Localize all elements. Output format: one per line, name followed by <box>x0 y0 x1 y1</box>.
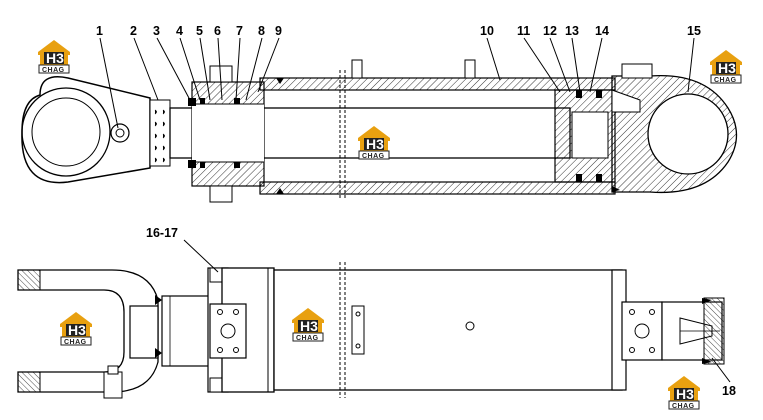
svg-text:H3: H3 <box>676 386 694 402</box>
watermark-logo: H3 CHAG <box>667 375 701 410</box>
callout-12: 12 <box>543 24 557 38</box>
watermark-logo: H3 CHAG <box>357 125 391 160</box>
callout-1: 1 <box>96 24 103 38</box>
watermark-logos: H3 CHAG H3 CHAG H3 CHAG H3 CHAG H3 CHAG … <box>37 39 743 410</box>
callout-labels: 1 2 3 4 5 6 7 8 9 10 11 12 13 14 15 16-1… <box>96 24 736 398</box>
rod-eye-weld <box>149 99 171 167</box>
callout-13: 13 <box>565 24 579 38</box>
callout-18: 18 <box>722 384 736 398</box>
svg-text:CHAG: CHAG <box>64 339 87 346</box>
callout-5: 5 <box>196 24 203 38</box>
callout-6: 6 <box>214 24 221 38</box>
callout-14: 14 <box>595 24 609 38</box>
svg-text:CHAG: CHAG <box>362 153 385 160</box>
svg-text:CHAG: CHAG <box>672 403 695 410</box>
callout-10: 10 <box>480 24 494 38</box>
grease-fitting-icon <box>103 371 123 399</box>
callout-4: 4 <box>176 24 183 38</box>
svg-text:H3: H3 <box>366 136 384 152</box>
port-plug-icon <box>465 321 475 331</box>
barrel-exterior <box>273 269 623 391</box>
leader-lines-bottom <box>183 239 731 383</box>
callout-7: 7 <box>236 24 243 38</box>
svg-text:CHAG: CHAG <box>296 335 319 342</box>
callout-9: 9 <box>275 24 282 38</box>
leader-lines-top <box>99 37 695 129</box>
watermark-logo: H3 CHAG <box>37 39 71 74</box>
watermark-logo: H3 CHAG <box>709 49 743 84</box>
watermark-logo: H3 CHAG <box>291 307 325 342</box>
callout-2: 2 <box>130 24 137 38</box>
callout-3: 3 <box>153 24 160 38</box>
port-boss <box>351 59 363 79</box>
svg-text:H3: H3 <box>68 322 86 338</box>
watermark-logo: H3 CHAG <box>59 311 93 346</box>
svg-text:H3: H3 <box>718 60 736 76</box>
callout-16-17: 16-17 <box>146 226 178 240</box>
bottom-exterior-view <box>17 262 725 399</box>
callout-11: 11 <box>517 24 530 38</box>
svg-text:H3: H3 <box>46 50 64 66</box>
svg-text:H3: H3 <box>300 318 318 334</box>
callout-15: 15 <box>687 24 701 38</box>
cylinder-tube <box>259 77 616 91</box>
rod-eye <box>21 76 151 184</box>
callout-8: 8 <box>258 24 265 38</box>
svg-text:CHAG: CHAG <box>714 77 737 84</box>
svg-text:CHAG: CHAG <box>42 67 65 74</box>
